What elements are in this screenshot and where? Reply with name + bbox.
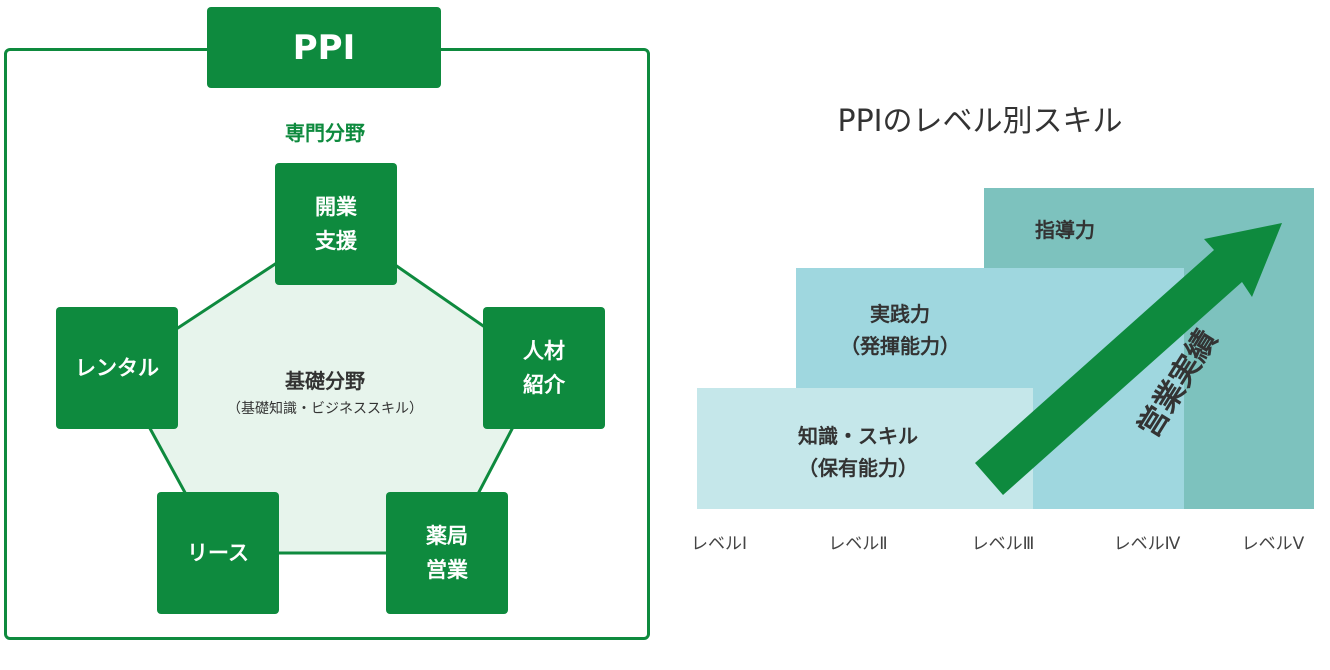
step-leadership-label: 指導力 [1000, 214, 1130, 246]
level-2-label: レベルⅡ [828, 534, 888, 554]
node-pharmacy-sales: 薬局 営業 [386, 492, 508, 614]
node-opening-support: 開業 支援 [275, 163, 397, 285]
node-opening-support-line2: 支援 [315, 229, 357, 253]
step-knowledge-label: 知識・スキル （保有能力） [778, 420, 938, 484]
level-skill-title: PPIのレベル別スキル [837, 104, 1123, 139]
step-practical-line2: （発揮能力） [840, 334, 960, 358]
level-4-label: レベルⅣ [1113, 534, 1181, 554]
ppi-label: PPI [292, 27, 356, 68]
level-5-label: レベルⅤ [1241, 534, 1305, 554]
node-staffing: 人材 紹介 [483, 307, 605, 429]
step-knowledge-line1: 知識・スキル [798, 424, 918, 448]
ppi-header-box: PPI [207, 7, 441, 88]
step-practical-label: 実践力 （発揮能力） [820, 298, 980, 362]
node-lease-label: リース [187, 541, 249, 565]
sales-arrow-shape [975, 223, 1282, 495]
step-practical-line1: 実践力 [870, 302, 930, 326]
level-1-label: レベルⅠ [690, 534, 747, 554]
node-rental: レンタル [56, 307, 178, 429]
node-pharmacy-sales-line2: 営業 [426, 558, 468, 582]
node-rental-label: レンタル [75, 356, 159, 380]
step-knowledge [697, 388, 1033, 509]
level-3-label: レベルⅢ [971, 534, 1035, 554]
specialty-section-title: 専門分野 [285, 121, 365, 145]
node-staffing-line1: 人材 [523, 339, 565, 363]
basic-field-subtitle: （基礎知識・ビジネススキル） [227, 401, 423, 417]
node-pharmacy-sales-line1: 薬局 [426, 524, 468, 548]
node-staffing-line2: 紹介 [523, 373, 565, 397]
step-leadership-line1: 指導力 [1035, 218, 1095, 242]
step-knowledge-line2: （保有能力） [798, 456, 918, 480]
basic-field-title: 基礎分野 [285, 369, 365, 393]
node-opening-support-line1: 開業 [315, 195, 357, 219]
node-lease: リース [157, 492, 279, 614]
